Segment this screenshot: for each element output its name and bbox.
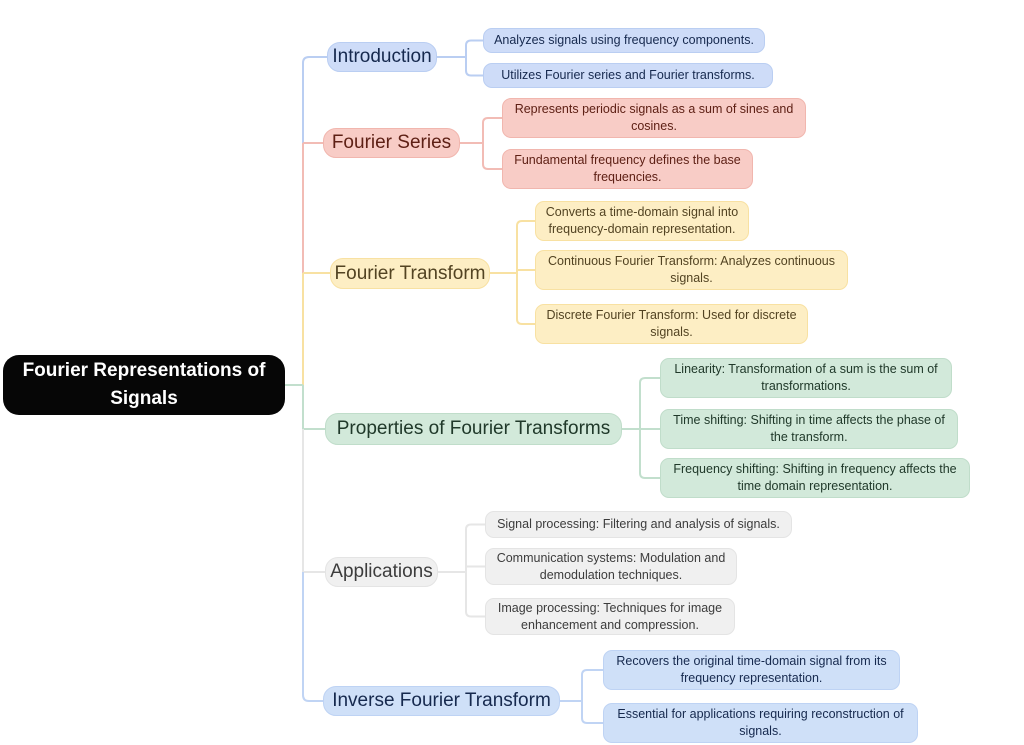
leaf-text: Signal processing: Filtering and analysi… — [497, 517, 780, 531]
leaf-text: Fundamental frequency defines the base f… — [514, 153, 741, 184]
leaf-text: Communication systems: Modulation and de… — [496, 550, 726, 582]
leaf-text: Essential for applications requiring rec… — [617, 707, 904, 738]
connector-fourier-transform-leaves — [490, 220, 535, 325]
trunk-inverse-segment — [302, 572, 323, 702]
leaf-node-inverse-2[interactable]: Essential for applications requiring rec… — [603, 703, 918, 743]
trunk-fourier-transform-segment — [302, 272, 330, 385]
branch-node-introduction[interactable]: Introduction — [327, 42, 437, 72]
leaf-text: Recovers the original time-domain signal… — [616, 654, 887, 685]
trunk-introduction-segment — [302, 56, 327, 143]
leaf-text: Time shifting: Shifting in time affects … — [673, 413, 945, 444]
connector-fourier-series-leaves — [460, 117, 502, 170]
branch-node-applications[interactable]: Applications — [325, 557, 438, 587]
leaf-node-fourier-series-1[interactable]: Represents periodic signals as a sum of … — [502, 98, 806, 138]
leaf-node-fourier-series-2[interactable]: Fundamental frequency defines the base f… — [502, 149, 753, 189]
connector-inverse-leaves — [560, 669, 603, 724]
root-node[interactable]: Fourier Representations of Signals — [3, 355, 285, 415]
branch-label: Fourier Series — [331, 132, 452, 153]
trunk-fourier-series-segment — [302, 142, 323, 273]
leaf-node-properties-1[interactable]: Linearity: Transformation of a sum is th… — [660, 358, 952, 398]
leaf-text: Analyzes signals using frequency compone… — [494, 33, 754, 47]
connector-properties-leaves — [622, 377, 660, 479]
leaf-node-properties-2[interactable]: Time shifting: Shifting in time affects … — [660, 409, 958, 449]
leaf-node-applications-3[interactable]: Image processing: Techniques for image e… — [485, 598, 735, 635]
trunk-properties-segment — [285, 384, 325, 430]
branch-label: Properties of Fourier Transforms — [336, 418, 611, 439]
leaf-node-fourier-transform-1[interactable]: Converts a time-domain signal into frequ… — [535, 201, 749, 241]
branch-node-properties[interactable]: Properties of Fourier Transforms — [325, 413, 622, 445]
leaf-text: Discrete Fourier Transform: Used for dis… — [546, 308, 797, 339]
branch-label: Applications — [330, 561, 433, 582]
leaf-node-applications-2[interactable]: Communication systems: Modulation and de… — [485, 548, 737, 585]
leaf-text: Frequency shifting: Shifting in frequenc… — [673, 462, 957, 493]
branch-node-inverse-fourier-transform[interactable]: Inverse Fourier Transform — [323, 686, 560, 716]
leaf-node-fourier-transform-2[interactable]: Continuous Fourier Transform: Analyzes c… — [535, 250, 848, 290]
branch-node-fourier-transform[interactable]: Fourier Transform — [330, 258, 490, 289]
leaf-text: Converts a time-domain signal into frequ… — [545, 205, 739, 236]
leaf-text: Utilizes Fourier series and Fourier tran… — [501, 68, 755, 82]
leaf-node-applications-1[interactable]: Signal processing: Filtering and analysi… — [485, 511, 792, 538]
leaf-text: Represents periodic signals as a sum of … — [514, 102, 794, 133]
leaf-node-introduction-2[interactable]: Utilizes Fourier series and Fourier tran… — [483, 63, 773, 88]
leaf-node-inverse-1[interactable]: Recovers the original time-domain signal… — [603, 650, 900, 690]
connector-applications-leaves — [438, 523, 485, 618]
root-title: Fourier Representations of Signals — [22, 360, 266, 409]
branch-label: Fourier Transform — [334, 262, 486, 284]
leaf-text: Linearity: Transformation of a sum is th… — [674, 362, 938, 393]
connector-introduction-leaves — [437, 39, 483, 77]
trunk-applications-segment — [302, 429, 325, 573]
leaf-text: Image processing: Techniques for image e… — [497, 600, 723, 632]
leaf-node-properties-3[interactable]: Frequency shifting: Shifting in frequenc… — [660, 458, 970, 498]
leaf-node-fourier-transform-3[interactable]: Discrete Fourier Transform: Used for dis… — [535, 304, 808, 344]
branch-label: Introduction — [332, 46, 432, 67]
branch-node-fourier-series[interactable]: Fourier Series — [323, 128, 460, 158]
leaf-node-introduction-1[interactable]: Analyzes signals using frequency compone… — [483, 28, 765, 53]
branch-label: Inverse Fourier Transform — [332, 690, 551, 711]
leaf-text: Continuous Fourier Transform: Analyzes c… — [548, 254, 835, 285]
